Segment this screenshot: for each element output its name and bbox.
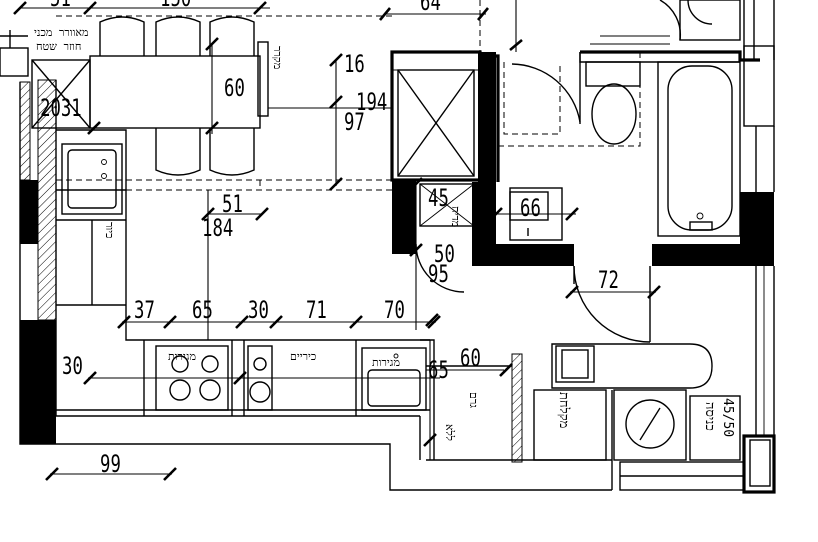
dim-184: 184 [202,214,233,242]
label-entry: כניסה [702,402,717,431]
label-dryer: מקלחת [556,392,571,429]
dim-60-table: 60 [224,74,245,102]
dim-71: 71 [306,296,327,324]
outer-walls [0,30,776,494]
label-dishwasher: מדיח [449,206,462,227]
label-drawers-right: מגירות [372,356,400,369]
dimension-texts: 51 150 64 2031 60 194 16 97 51 184 45 66… [40,0,619,478]
dim-50: 50 [434,240,455,268]
dim-16: 16 [344,50,365,78]
dim-45: 45 [428,184,449,212]
dim-51-top: 51 [50,0,71,12]
dim-37: 37 [134,296,155,324]
label-drawers-left: מגירות [168,350,196,363]
dim-65: 65 [192,296,213,324]
dim-64: 64 [420,0,441,16]
label-corner: גרם [467,392,480,408]
dim-72: 72 [598,266,619,294]
label-45-50: 45/50 [720,398,735,437]
laundry-area [415,243,741,463]
dimension-lines [13,0,661,481]
dim-150: 150 [160,0,191,12]
dim-99: 99 [100,450,121,478]
dim-194: 194 [356,88,387,116]
right-wall [740,0,775,436]
dim-51: 51 [222,190,243,218]
dim-70: 70 [384,296,405,324]
dim-66: 66 [520,194,541,222]
label-exhaust-2: חוזר שטח [36,40,81,53]
dim-65-b: 65 [428,356,449,384]
label-hidden: ללא [443,424,456,441]
dim-30-left: 30 [62,352,83,380]
label-fridge-top: מקרר [271,46,284,69]
dim-30-mid: 30 [248,296,269,324]
label-stove: כיריים [290,350,316,363]
label-exhaust: מאוורר מכני [34,26,89,39]
kitchen-counters [56,129,435,460]
dim-95: 95 [428,260,449,288]
dim-97: 97 [344,108,365,136]
dim-2031: 2031 [40,94,82,122]
bathroom [472,0,760,266]
shaft [390,50,482,254]
dining-table [31,16,392,176]
label-sink-left: כיור [103,222,116,238]
dim-60: 60 [460,344,481,372]
fixture-labels: מאוורר מכני חוזר שטח מקרר כיור מדיח מגיר… [34,26,735,441]
